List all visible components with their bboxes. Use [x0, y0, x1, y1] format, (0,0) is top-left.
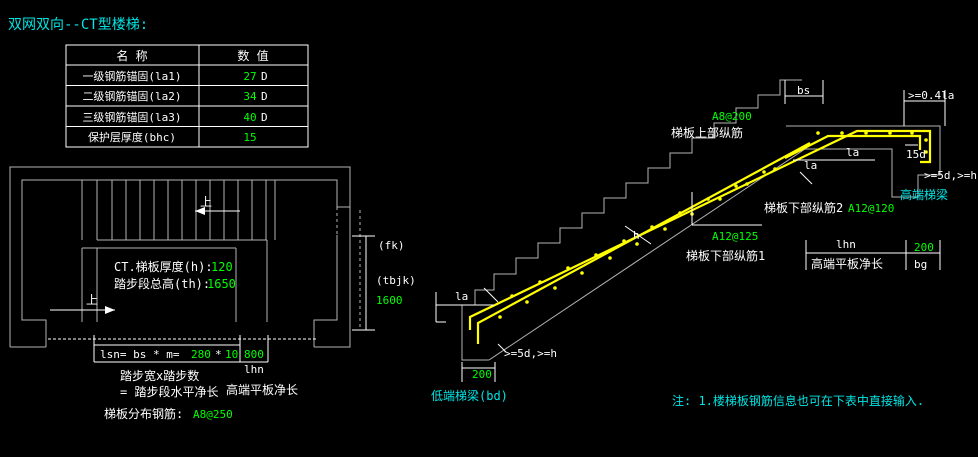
- diagram-title: 双网双向--CT型楼梯:: [8, 17, 148, 33]
- section-la-label: la: [455, 290, 468, 303]
- section-lhn-value[interactable]: 200: [914, 241, 934, 254]
- plan-tbjk-label: (tbjk): [376, 274, 416, 287]
- section-la-label: la: [804, 159, 817, 172]
- section-anchor-04la: >=0.4la: [908, 89, 954, 102]
- section-bs-label: bs: [797, 84, 810, 97]
- table-row-unit: D: [261, 70, 268, 83]
- plan-height-label: 踏步段总高(th):: [114, 276, 210, 291]
- table-row-unit: D: [261, 90, 268, 103]
- plan-times-sign: *: [215, 348, 222, 361]
- table-row-value[interactable]: 40: [243, 111, 256, 124]
- section-note: 注: 1.楼梯板钢筋信息也可在下表中直接输入.: [672, 393, 924, 408]
- parameter-table: 名 称 数 值 一级钢筋锚固(la1) 27 D 二级钢筋锚固(la2) 34 …: [65, 44, 309, 148]
- plan-note-line1: 踏步宽x踏步数: [120, 368, 199, 383]
- plan-up-label: 上: [200, 195, 212, 209]
- section-bg-label: bg: [914, 258, 927, 271]
- plan-lhn-value[interactable]: 800: [244, 348, 264, 361]
- section-ge5d-right: >=5d,>=h: [924, 169, 977, 182]
- table-row-name: 三级钢筋锚固(la3): [82, 110, 181, 124]
- section-upper-rebar-value[interactable]: A8@200: [712, 110, 752, 123]
- section-bd-value[interactable]: 200: [472, 368, 492, 381]
- plan-m-value[interactable]: 10: [225, 348, 238, 361]
- plan-up-label: 上: [86, 293, 98, 307]
- section-lhn-label: lhn: [836, 238, 856, 251]
- plan-bs-value[interactable]: 280: [191, 348, 211, 361]
- section-ge5d-left: >=5d,>=h: [504, 347, 557, 360]
- plan-dist-label: 梯板分布钢筋:: [104, 406, 183, 421]
- stair-plan-view: 上 上 CT.梯板厚度(h): 120 踏步段总高(th): 1650 (fk)…: [9, 166, 416, 421]
- section-high-platform-label: 高端平板净长: [811, 256, 883, 271]
- section-upper-rebar-label: 梯板上部纵筋: [671, 125, 743, 140]
- plan-thickness-label: CT.梯板厚度(h):: [114, 259, 213, 274]
- section-lower2-label: 梯板下部纵筋2: [764, 200, 843, 215]
- table-row-unit: D: [261, 111, 268, 124]
- stair-section-view: bs >=0.4la A8@200 梯板上部纵筋 la la 15d >=5d,…: [431, 79, 977, 408]
- table-row-name: 保护层厚度(bhc): [88, 130, 176, 144]
- section-lower1-value[interactable]: A12@125: [712, 230, 758, 243]
- section-high-beam-label: 高端梯梁: [900, 187, 948, 202]
- plan-lhn-label: lhn: [244, 363, 264, 376]
- plan-fk-label: (fk): [378, 239, 405, 252]
- plan-dist-value[interactable]: A8@250: [193, 408, 233, 421]
- plan-lsn-label: lsn= bs * m=: [100, 348, 180, 361]
- section-lower2-value[interactable]: A12@120: [848, 202, 894, 215]
- table-row-value[interactable]: 27: [243, 70, 256, 83]
- plan-high-platform-label: 高端平板净长: [226, 382, 298, 397]
- table-row-name: 二级钢筋锚固(la2): [82, 89, 181, 103]
- plan-thickness-value[interactable]: 120: [211, 260, 233, 274]
- table-header-value: 数 值: [237, 48, 268, 63]
- table-header-name: 名 称: [116, 48, 147, 63]
- table-row-value[interactable]: 15: [243, 131, 256, 144]
- table-row-value[interactable]: 34: [243, 90, 257, 103]
- section-15d-label: 15d: [906, 148, 926, 161]
- plan-note-line2: = 踏步段水平净长: [120, 384, 218, 399]
- plan-tbjk-value[interactable]: 1600: [376, 294, 403, 307]
- plan-height-value[interactable]: 1650: [207, 277, 236, 291]
- section-la-label: la: [846, 146, 859, 159]
- section-low-beam-label: 低端梯梁(bd): [431, 388, 508, 403]
- section-lower1-label: 梯板下部纵筋1: [686, 248, 765, 263]
- section-h-label: h: [633, 229, 640, 242]
- table-row-name: 一级钢筋锚固(la1): [82, 69, 181, 83]
